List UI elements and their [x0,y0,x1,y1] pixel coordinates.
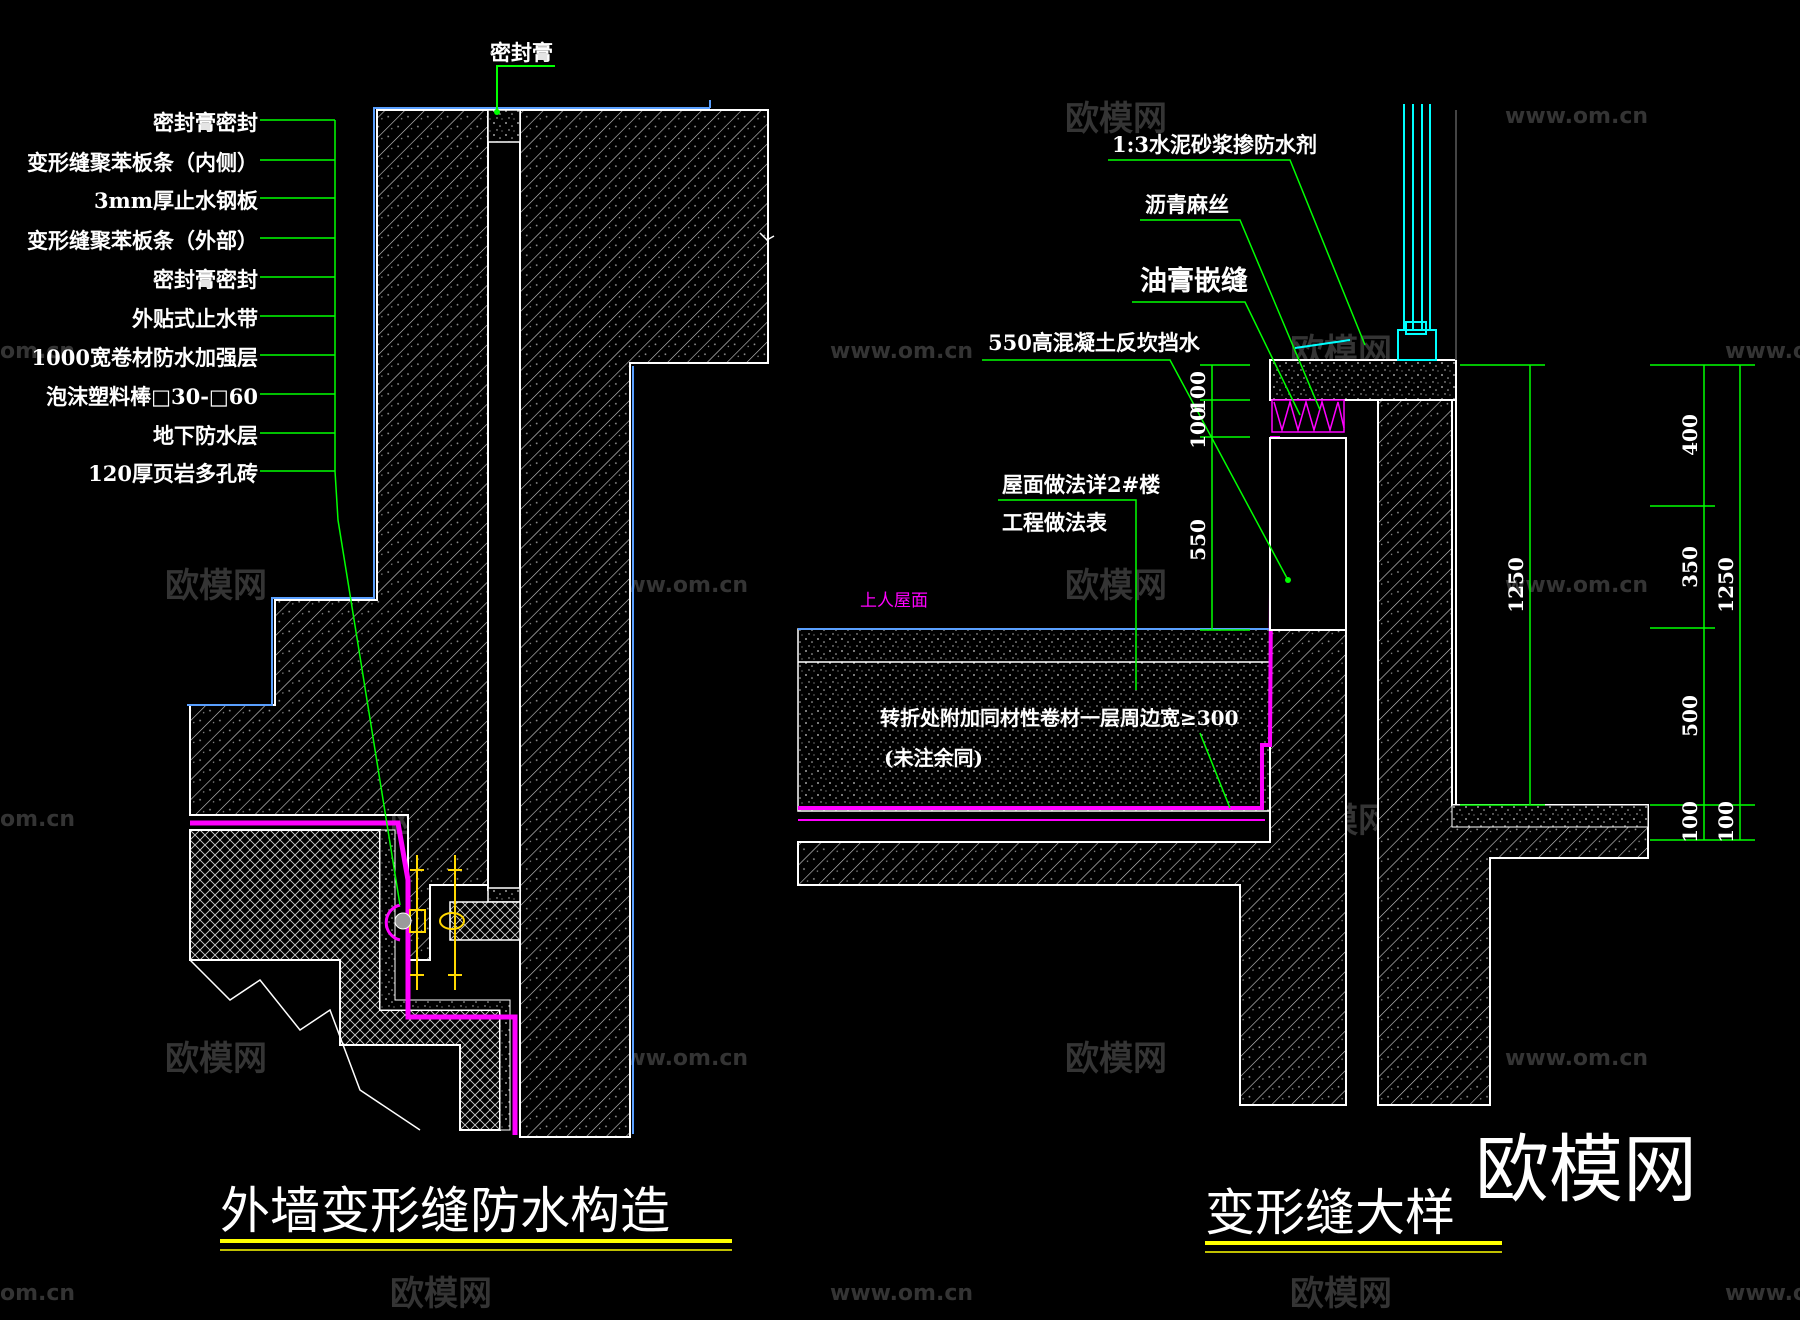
brand-logo: 欧模网 [1475,1127,1697,1213]
dim-right-1: 400 [1678,414,1702,456]
left-label-2: 变形缝聚苯板条（内侧） [27,150,258,175]
right-detail-title: 变形缝大样 [1205,1184,1455,1242]
left-label-4: 变形缝聚苯板条（外部） [27,228,258,253]
left-label-8: 泡沫塑料棒□30-□60 [46,384,258,409]
watermark-url: www.om.cn [1725,1281,1800,1306]
asphalt-hemp [1271,399,1345,433]
dim-chain-right [1650,364,1755,841]
watermark-url: om.cn [0,1281,75,1306]
roof-build-up [797,628,1347,812]
watermark-cn: 欧模网 [1290,1274,1392,1314]
waterproof-membrane [190,820,518,1135]
label-roof-2: 工程做法表 [1002,510,1108,535]
break-mark [759,232,775,241]
watermark-url: www.om.cn [1505,104,1648,129]
left-label-10: 120厚页岩多孔砖 [88,461,258,486]
watermark-cn: 欧模网 [1065,1039,1167,1079]
label-upstand: 550高混凝土反坎挡水 [988,330,1201,355]
right-leaders [982,159,1366,809]
concrete-wall-right [519,109,769,1138]
window-frame [1397,104,1437,361]
watermark-cn: 欧模网 [1065,566,1167,606]
leader-top-sealant [496,65,555,110]
upstand-concrete [1269,437,1347,631]
left-detail-title: 外墙变形缝防水构造 [220,1182,670,1240]
label-top-sealant: 密封膏 [490,40,553,65]
right-detail: 1:3水泥砂浆掺防水剂 沥青麻丝 油膏嵌缝 550高混凝土反坎挡水 屋面做法详2… [797,104,1755,1253]
left-label-9: 地下防水层 [153,423,258,448]
dim-upstand-3: 550 [1186,519,1210,561]
label-mortar: 1:3水泥砂浆掺防水剂 [1112,132,1317,157]
dim-mid-total: 1250 [1504,557,1528,613]
sealant-bottom [487,887,521,903]
right-structure [1377,399,1649,1106]
left-label-1: 密封膏密封 [153,110,258,135]
watermark-url: www.om.cn [1505,1046,1648,1071]
dim-upstand-2: 100 [1186,407,1210,449]
watermark-cn: 欧模网 [390,1274,492,1314]
label-note-2: (未注余同) [884,746,983,770]
dim-right-2: 350 [1678,546,1702,588]
left-leaders [260,119,401,906]
watermark-url: om.cn [0,339,75,364]
watermark-cn: 欧模网 [165,1039,267,1079]
soil-edge [189,959,421,1131]
leader-dot [1285,577,1291,583]
expansion-joint-gap [487,109,521,891]
watermark-url: www.om.cn [1725,339,1800,364]
left-label-6: 外贴式止水带 [132,306,258,331]
watermark-url: om.cn [0,807,75,832]
foam-rod [394,912,412,930]
watermark-url: www.om.cn [1505,573,1648,598]
dim-right-total: 1250 [1714,557,1738,613]
waterproof-line-blue [187,107,710,706]
left-label-3: 3mm厚止水钢板 [94,188,259,213]
asphalt-hemp-zigzag [1273,399,1345,433]
external-waterstop [409,855,465,990]
leader-dot [494,109,500,115]
label-roof-level: 上人屋面 [860,591,928,611]
dim-chain-upstand [1200,364,1250,631]
foam-board-bottom [449,901,521,941]
dim-right-3: 500 [1678,695,1702,737]
label-hemp: 沥青麻丝 [1145,192,1229,217]
cyan-slope [1294,339,1351,349]
left-detail: 密封膏 密封膏密封 变形缝聚苯板条（内侧） 3mm厚止水钢板 变形缝聚苯板条（外… [27,40,775,1251]
dim-right-5: 100 [1714,801,1738,843]
sealant-top [487,109,521,143]
watermark-cn: 欧模网 [165,566,267,606]
left-label-7: 1000宽卷材防水加强层 [32,345,258,370]
watermark-cn: 欧模网 [1065,99,1167,139]
label-roof-1: 屋面做法详2#楼 [1002,472,1160,497]
dim-right-4: 100 [1678,801,1702,843]
label-note-1: 转折处附加同材性卷材一层周边宽≥300 [880,706,1239,730]
left-label-5: 密封膏密封 [153,267,258,292]
slab-hatched [797,629,1347,1106]
left-label-list: 密封膏密封 变形缝聚苯板条（内侧） 3mm厚止水钢板 变形缝聚苯板条（外部） 密… [27,110,259,486]
upstand-cap [1269,359,1457,401]
watermark-url: www.om.cn [830,339,973,364]
foam-rod-arc [384,903,401,942]
watermark-url: www.om.cn [830,1281,973,1306]
dim-upstand-1: 100 [1186,371,1210,413]
label-caulk: 油膏嵌缝 [1140,265,1248,297]
right-slab-speckle [1451,804,1649,828]
dim-chain-mid [1460,364,1545,806]
